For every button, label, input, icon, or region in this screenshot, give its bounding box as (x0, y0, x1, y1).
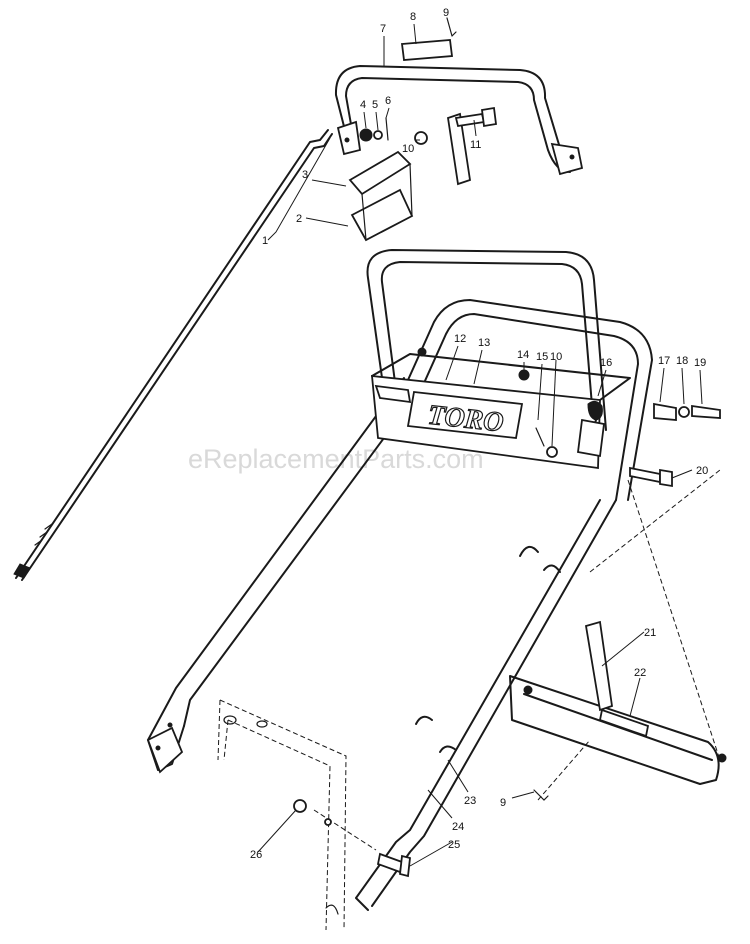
label-part-3: 3 (302, 169, 308, 181)
label-part-14: 14 (517, 349, 529, 361)
washer (373, 130, 383, 140)
control-panel: TORO (370, 347, 631, 470)
cotter-pin-lower (533, 789, 549, 801)
throttle-knob (587, 400, 603, 421)
toro-decal (406, 391, 524, 439)
label-part-19: 19 (694, 357, 706, 369)
label-part-9b: 9 (500, 797, 506, 809)
label-part-12: 12 (454, 333, 466, 345)
label-part-4: 4 (360, 99, 366, 111)
label-part-2: 2 (296, 213, 302, 225)
label-part-9: 9 (443, 7, 449, 19)
callout-labels: 1 2 3 4 5 6 7 8 9 10 10 11 12 13 14 15 1… (250, 7, 708, 861)
cotter-pin (446, 17, 457, 37)
label-part-20: 20 (696, 465, 708, 477)
label-part-16: 16 (600, 357, 612, 369)
label-part-23: 23 (464, 795, 476, 807)
bolt-25 (376, 852, 404, 874)
label-part-21: 21 (644, 627, 656, 639)
label-part-5: 5 (372, 99, 378, 111)
label-part-18: 18 (676, 355, 688, 367)
label-part-10b: 10 (550, 351, 562, 363)
label-part-8: 8 (410, 11, 416, 23)
nut (359, 128, 373, 142)
bracket (350, 188, 414, 242)
lower-bail (509, 620, 727, 785)
grip-tube (400, 39, 454, 61)
label-part-17: 17 (658, 355, 670, 367)
label-part-24: 24 (452, 821, 464, 833)
label-part-13: 13 (478, 337, 490, 349)
main-handle (146, 249, 653, 911)
label-part-22: 22 (634, 667, 646, 679)
bolt-20 (629, 466, 661, 484)
clamp (348, 150, 412, 196)
label-part-6: 6 (385, 95, 391, 107)
label-part-1: 1 (262, 235, 268, 247)
label-part-10: 10 (402, 143, 414, 155)
label-part-15: 15 (536, 351, 548, 363)
label-part-26: 26 (250, 849, 262, 861)
label-part-11: 11 (470, 139, 481, 151)
label-part-25: 25 (448, 839, 460, 851)
spacer (653, 402, 677, 421)
leader-lines (257, 23, 703, 867)
vertical-tube (446, 112, 472, 186)
upper-bail (334, 65, 584, 176)
watermark: eReplacementParts.com (188, 444, 484, 474)
label-part-7: 7 (380, 23, 386, 35)
deck-bracket (217, 699, 347, 931)
control-rod (13, 129, 333, 581)
